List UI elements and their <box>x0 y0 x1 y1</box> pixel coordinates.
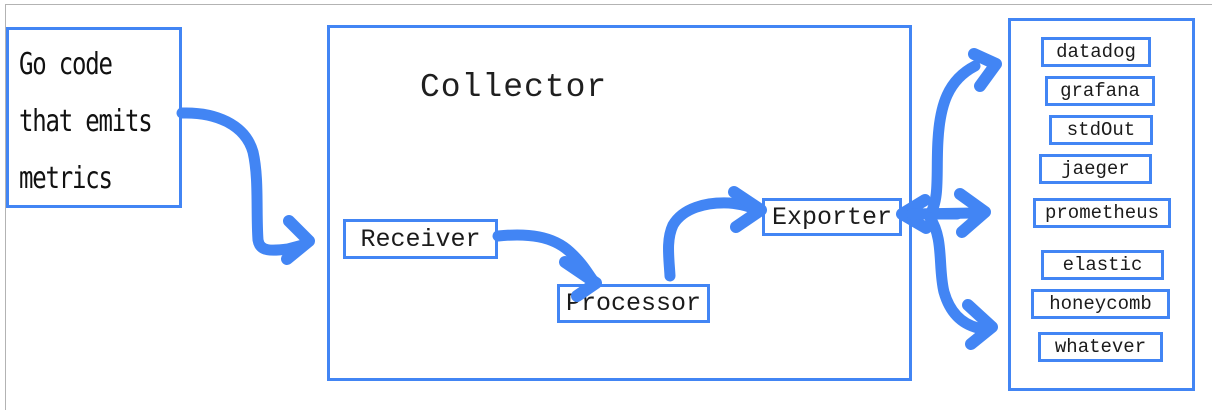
source-line-3: metrics <box>19 161 113 196</box>
source-line-1: Go code <box>19 47 113 82</box>
receiver-node[interactable]: Receiver <box>343 219 498 259</box>
arrow-source-to-receiver <box>176 107 315 265</box>
exporter-node[interactable]: Exporter <box>762 198 902 236</box>
backend-item-jaeger[interactable]: jaeger <box>1039 154 1152 184</box>
page-frame-left-line <box>5 4 6 410</box>
collector-title: Collector <box>420 69 608 106</box>
backend-item-elastic[interactable]: elastic <box>1041 250 1164 280</box>
processor-node[interactable]: Processor <box>557 284 710 323</box>
page-frame-top-line <box>5 4 1212 5</box>
backend-item-grafana[interactable]: grafana <box>1045 76 1155 106</box>
backend-item-stdout[interactable]: stdOut <box>1049 115 1153 145</box>
source-line-2: that emits <box>19 104 153 139</box>
arrow-exporter-fanout <box>896 48 1002 350</box>
go-code-source-box[interactable]: Go code that emits metrics <box>6 27 182 208</box>
backend-item-whatever[interactable]: whatever <box>1038 332 1163 362</box>
backend-item-honeycomb[interactable]: honeycomb <box>1031 289 1170 319</box>
backend-item-datadog[interactable]: datadog <box>1041 37 1151 67</box>
arrow-fanout-bottom <box>924 212 984 334</box>
backends-container[interactable]: datadog grafana stdOut jaeger prometheus… <box>1008 18 1195 391</box>
arrow-fanout-top <box>924 60 981 220</box>
arrow-fanout-middle <box>906 207 981 220</box>
backend-item-prometheus[interactable]: prometheus <box>1033 198 1171 228</box>
